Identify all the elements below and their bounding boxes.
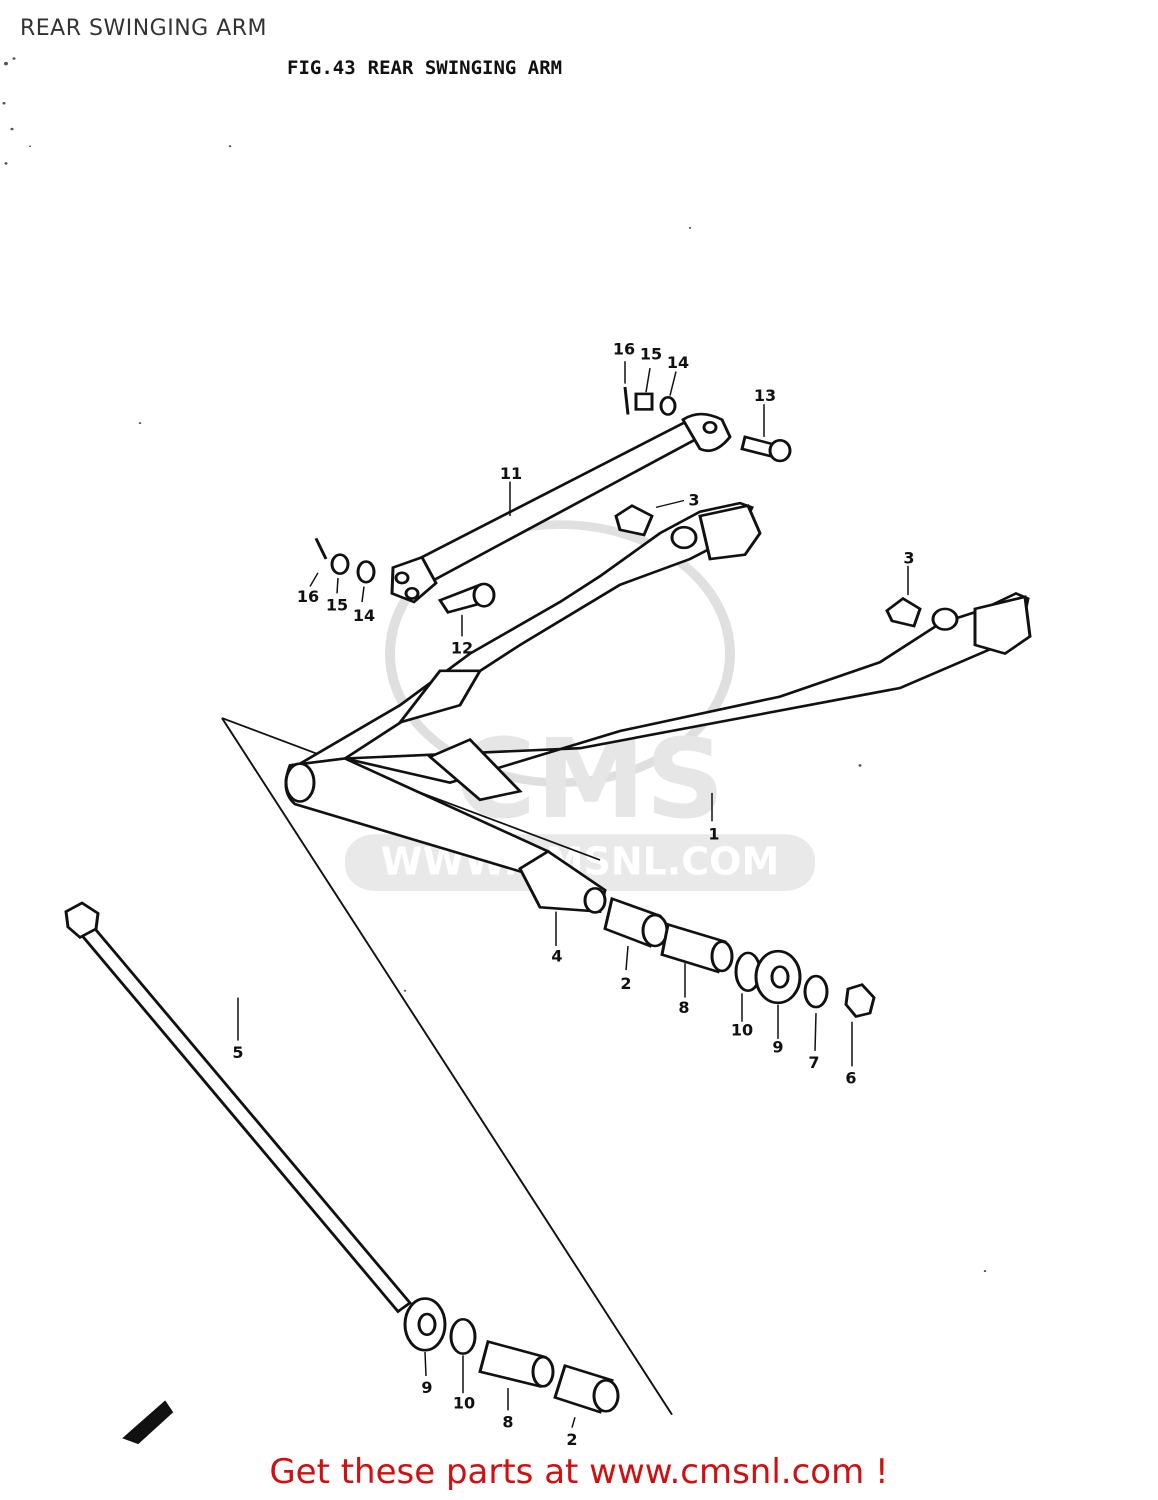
callout-14: 14 bbox=[667, 353, 689, 372]
callout-6: 6 bbox=[845, 1069, 856, 1088]
callout-2: 2 bbox=[566, 1430, 577, 1449]
callout-8: 8 bbox=[502, 1413, 513, 1432]
part-8-spacer-left bbox=[478, 1339, 555, 1388]
part-3-bushings bbox=[614, 504, 922, 628]
callout-9: 9 bbox=[772, 1038, 783, 1057]
callout-10: 10 bbox=[731, 1020, 753, 1039]
part-10-washer-left bbox=[449, 1317, 477, 1355]
callout-10: 10 bbox=[453, 1394, 475, 1413]
callout-4: 4 bbox=[551, 947, 562, 966]
parts-14-15-16-left bbox=[314, 537, 376, 584]
footer-link[interactable]: Get these parts at www.cmsnl.com ! bbox=[269, 1452, 889, 1492]
front-arrow-icon bbox=[122, 1400, 174, 1445]
callout-3: 3 bbox=[903, 548, 914, 567]
callout-16: 16 bbox=[613, 339, 635, 358]
callout-12: 12 bbox=[451, 639, 473, 658]
part-2-bearing-right bbox=[603, 896, 669, 948]
leader-lines bbox=[237, 361, 909, 1428]
part-1-swing-arm bbox=[284, 501, 1032, 875]
callout-14: 14 bbox=[353, 606, 375, 625]
callout-2: 2 bbox=[620, 974, 631, 993]
part-9-seal-left bbox=[403, 1297, 447, 1352]
callout-15: 15 bbox=[326, 596, 348, 615]
callout-7: 7 bbox=[808, 1053, 819, 1072]
part-7-washer bbox=[803, 974, 829, 1009]
callout-5: 5 bbox=[232, 1043, 243, 1062]
parts-14-15-16-top bbox=[623, 386, 677, 416]
callout-labels: 16 15 14 13 11 3 3 16 15 14 12 1 4 2 8 1… bbox=[232, 339, 914, 1449]
figure-title: FIG.43 REAR SWINGING ARM bbox=[287, 57, 574, 79]
scan-noise bbox=[2, 57, 987, 1273]
figure-number: FIG.43 bbox=[287, 57, 356, 79]
part-4-sleeve bbox=[518, 849, 607, 914]
callout-16: 16 bbox=[297, 587, 319, 606]
diagram-content: CMS WWW.CMSNL.COM bbox=[2, 57, 1032, 1449]
callout-9: 9 bbox=[421, 1378, 432, 1397]
callout-11: 11 bbox=[500, 464, 522, 483]
callout-15: 15 bbox=[640, 345, 662, 364]
part-8-spacer-right bbox=[660, 922, 734, 974]
callout-8: 8 bbox=[678, 998, 689, 1017]
callout-1: 1 bbox=[708, 824, 719, 843]
page-title: REAR SWINGING ARM bbox=[20, 16, 268, 41]
part-2-bearing-left bbox=[553, 1363, 620, 1414]
part-9-seal-right bbox=[754, 949, 802, 1005]
part-5-pivot-shaft bbox=[64, 901, 413, 1314]
callout-3: 3 bbox=[688, 491, 699, 510]
part-13-bolt bbox=[740, 435, 792, 463]
callout-13: 13 bbox=[754, 386, 776, 405]
figure-caption: REAR SWINGING ARM bbox=[367, 57, 563, 79]
part-12-bolt bbox=[437, 582, 496, 614]
part-11-rod bbox=[390, 412, 732, 604]
part-6-nut bbox=[844, 983, 876, 1019]
